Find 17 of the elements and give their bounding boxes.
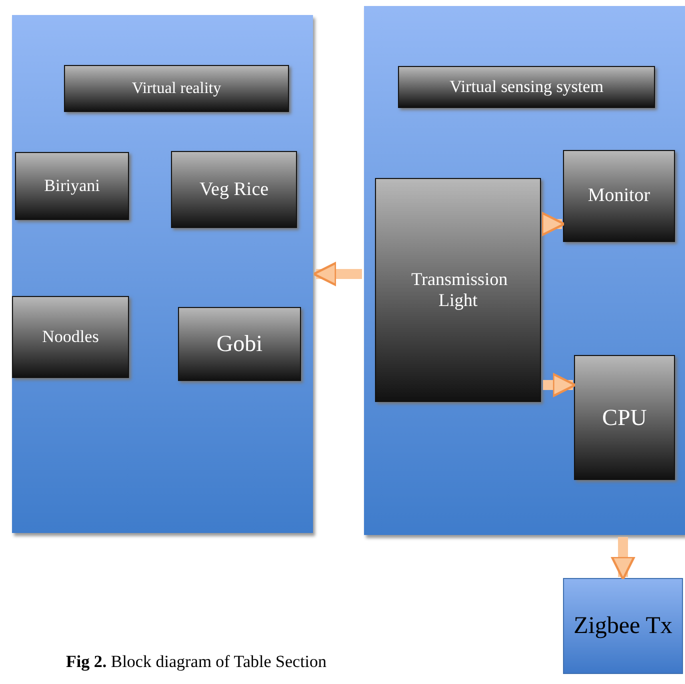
block-arrow — [610, 537, 636, 580]
transmitter-box: Zigbee Tx — [563, 578, 683, 674]
block-arrow — [541, 212, 566, 236]
section-panel — [12, 15, 313, 533]
block-box: Virtual reality — [64, 65, 289, 112]
block-box: Transmission Light — [375, 178, 541, 402]
block-box: Biriyani — [15, 152, 129, 220]
block-box: CPU — [574, 355, 675, 480]
block-box: Veg Rice — [171, 151, 297, 228]
block-box: Noodles — [12, 296, 129, 378]
section-panel — [364, 6, 685, 535]
block-box: Virtual sensing system — [398, 66, 655, 108]
block-arrow — [543, 372, 576, 398]
block-box: Gobi — [178, 307, 301, 381]
figure-caption: Fig 2. Block diagram of Table Section — [66, 652, 327, 672]
block-arrow — [312, 262, 362, 286]
block-box: Monitor — [563, 150, 675, 242]
